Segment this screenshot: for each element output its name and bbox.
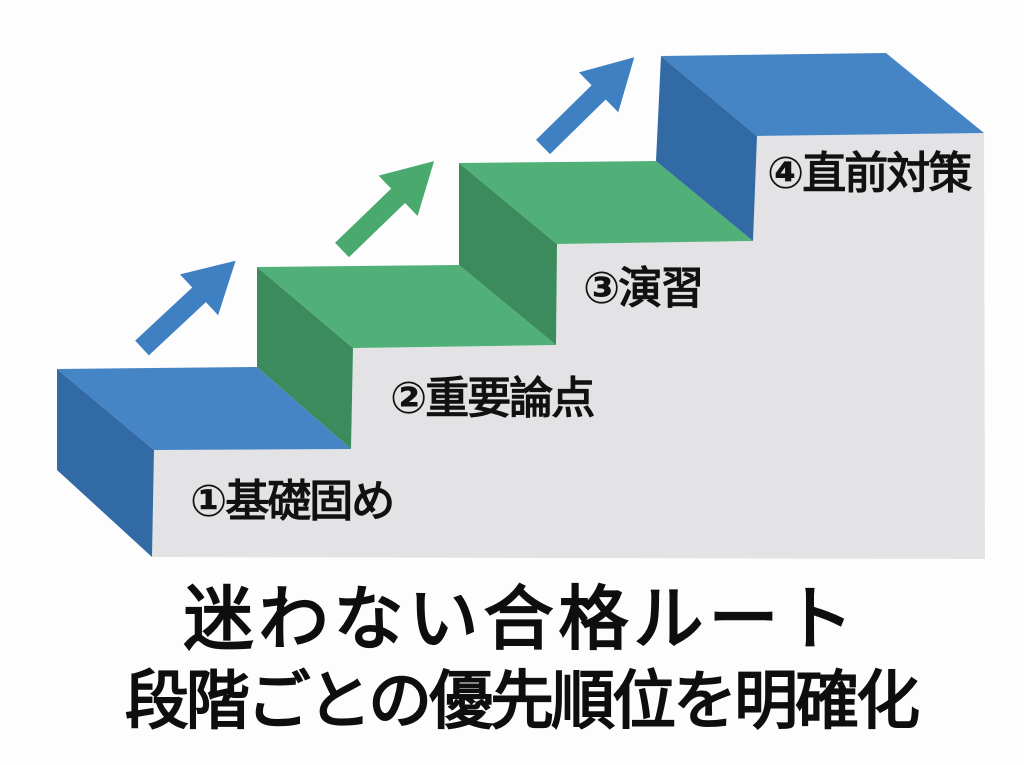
step-3-label: ③演習 <box>583 263 704 314</box>
step-4-side-face <box>656 56 757 241</box>
step-2-side-face <box>257 267 353 449</box>
caption-title: 迷わない合格ルート <box>183 578 859 660</box>
step-4-top-face <box>661 53 984 136</box>
caption-subtitle: 段階ごとの優先順位を明確化 <box>124 665 920 739</box>
up-arrow-icon-1 <box>135 260 236 356</box>
step-2-label: ②重要論点 <box>390 373 595 424</box>
caption-block: 迷わない合格ルート 段階ごとの優先順位を明確化 <box>18 584 1024 734</box>
step-1-label: ①基礎固め <box>190 476 395 527</box>
step-4-label: ④直前対策 <box>767 148 972 199</box>
step-1-side-face <box>57 369 154 557</box>
up-arrow-icon-3 <box>535 57 635 155</box>
step-3-top-face <box>459 161 753 244</box>
step-1-top-face <box>57 367 351 450</box>
step-3-side-face <box>459 163 557 345</box>
staircase-front-face <box>152 133 985 559</box>
up-arrow-icon-2 <box>335 161 435 258</box>
step-2-top-face <box>257 265 556 348</box>
